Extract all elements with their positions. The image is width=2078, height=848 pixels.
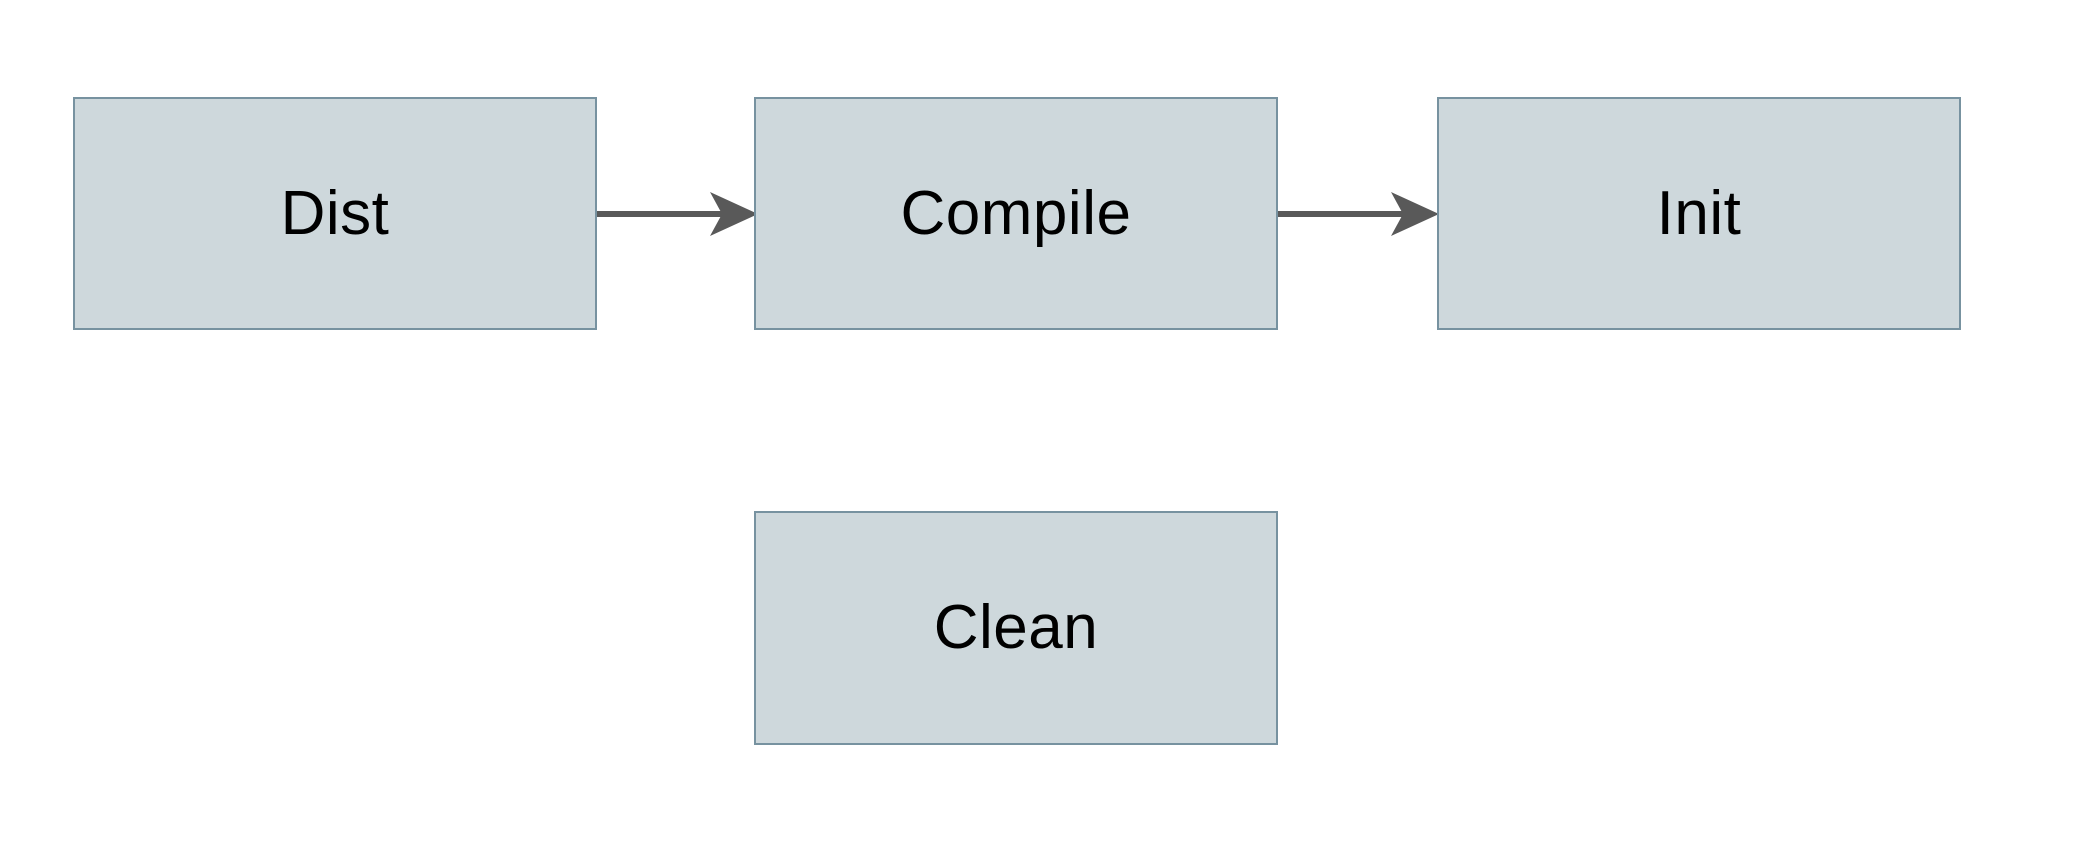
node-clean-label: Clean bbox=[933, 593, 1099, 662]
node-dist-label: Dist bbox=[280, 178, 390, 248]
node-init-label: Init bbox=[1656, 178, 1742, 248]
node-compile[interactable]: Compile bbox=[754, 97, 1278, 330]
arrow-connector bbox=[597, 192, 758, 236]
node-init[interactable]: Init bbox=[1437, 97, 1961, 330]
node-clean[interactable]: Clean bbox=[754, 511, 1278, 745]
arrow-connector bbox=[1278, 192, 1439, 236]
node-dist[interactable]: Dist bbox=[73, 97, 597, 330]
edge-compile-to-init bbox=[1278, 192, 1439, 236]
arrowhead-icon bbox=[710, 192, 758, 236]
edge-dist-to-compile bbox=[597, 192, 758, 236]
node-compile-label: Compile bbox=[900, 178, 1132, 248]
arrowhead-icon bbox=[1391, 192, 1439, 236]
